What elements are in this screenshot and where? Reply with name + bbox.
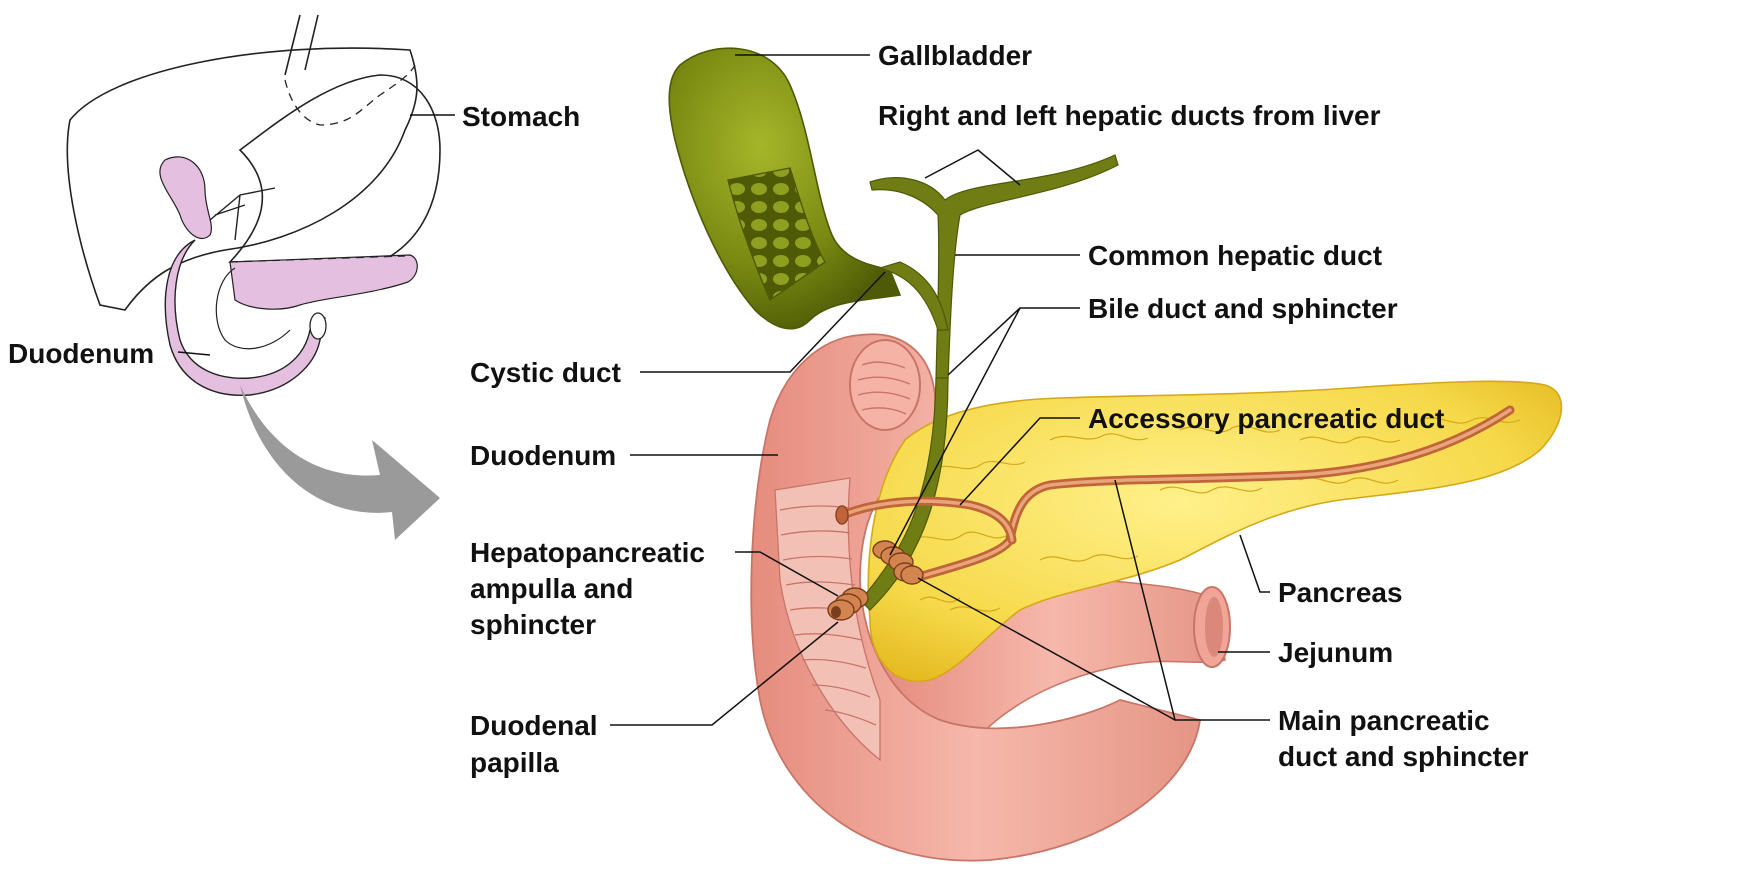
label-duodenum-overview: Duodenum <box>8 338 154 369</box>
label-hepatic-ducts: Right and left hepatic ducts from liver <box>878 100 1381 131</box>
label-cystic-duct: Cystic duct <box>470 357 621 388</box>
overview-sketch: Stomach Duodenum <box>8 15 580 395</box>
label-hepatopancreatic-line3: sphincter <box>470 609 596 640</box>
jejunum-lumen <box>1205 597 1223 657</box>
overview-gallbladder <box>160 157 212 239</box>
zoom-arrow <box>240 385 440 540</box>
label-common-hepatic-duct: Common hepatic duct <box>1088 240 1382 271</box>
label-jejunum: Jejunum <box>1278 637 1393 668</box>
overview-ducts <box>210 188 275 240</box>
label-pancreas: Pancreas <box>1278 577 1403 608</box>
label-duodenal-papilla-line2: papilla <box>470 747 559 778</box>
stomach-outline <box>230 75 440 262</box>
label-bile-duct: Bile duct and sphincter <box>1088 293 1398 324</box>
label-stomach: Stomach <box>462 101 580 132</box>
label-gallbladder: Gallbladder <box>878 40 1032 71</box>
hidden-stomach-dashes <box>285 65 415 125</box>
detail-illustration <box>669 48 1561 860</box>
label-main-duct-line2: duct and sphincter <box>1278 741 1529 772</box>
label-hepatopancreatic-line2: ampulla and <box>470 573 633 604</box>
accessory-duct-opening <box>836 506 848 524</box>
duodenum-opening <box>850 340 920 430</box>
label-duodenum: Duodenum <box>470 440 616 471</box>
label-hepatopancreatic-line1: Hepatopancreatic <box>470 537 705 568</box>
label-accessory-duct: Accessory pancreatic duct <box>1088 403 1444 434</box>
overview-pancreas <box>230 255 417 309</box>
overview-jejunum-opening <box>310 313 326 339</box>
label-duodenal-papilla-line1: Duodenal <box>470 710 598 741</box>
esophagus-outline <box>285 15 318 75</box>
papilla-opening <box>831 606 841 618</box>
label-main-duct-line1: Main pancreatic <box>1278 705 1490 736</box>
